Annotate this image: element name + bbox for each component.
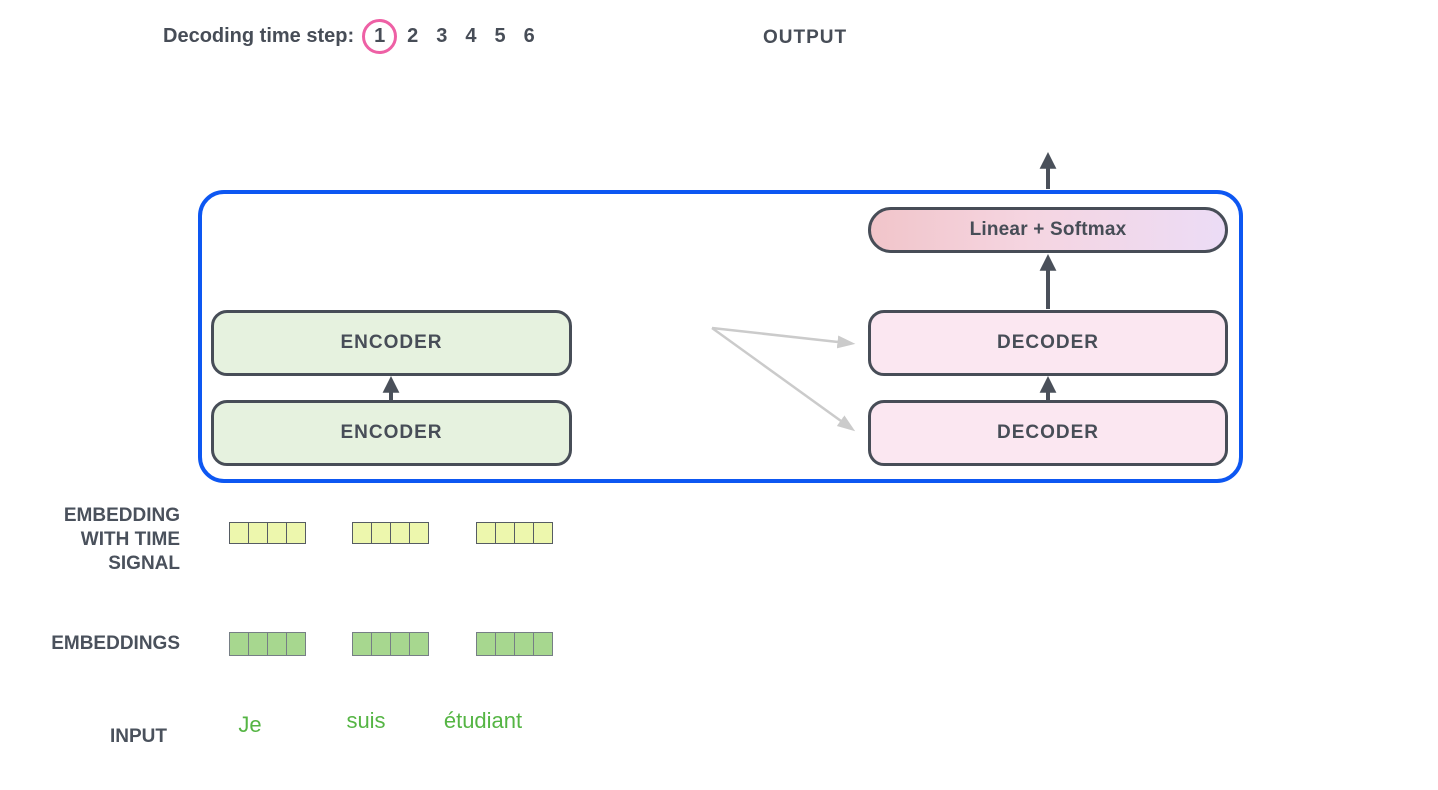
time-signal-vector bbox=[352, 522, 429, 544]
vector-cell bbox=[409, 523, 428, 543]
step-options: 2 3 4 5 6 bbox=[407, 25, 535, 48]
vector-cell bbox=[230, 523, 248, 543]
vector-cell bbox=[495, 523, 514, 543]
vector-cell bbox=[267, 523, 286, 543]
step-option-3[interactable]: 3 bbox=[436, 24, 448, 47]
vector-cell bbox=[248, 523, 267, 543]
vector-cell bbox=[409, 633, 428, 655]
vector-cell bbox=[390, 633, 409, 655]
model-container-box bbox=[198, 190, 1243, 483]
selected-step-number: 1 bbox=[374, 24, 386, 47]
vector-cell bbox=[371, 633, 390, 655]
vector-cell bbox=[533, 633, 552, 655]
output-label: OUTPUT bbox=[763, 27, 848, 48]
vector-cell bbox=[477, 633, 495, 655]
embedding-with-time-signal-label: EMBEDDING WITH TIME SIGNAL bbox=[63, 505, 180, 574]
vector-cell bbox=[371, 523, 390, 543]
time-signal-vector bbox=[476, 522, 553, 544]
embedding-vector bbox=[476, 632, 553, 656]
vector-cell bbox=[248, 633, 267, 655]
step-option-5[interactable]: 5 bbox=[494, 24, 506, 47]
vector-cell bbox=[533, 523, 552, 543]
vector-cell bbox=[514, 523, 533, 543]
time-signal-vector bbox=[229, 522, 306, 544]
vector-cell bbox=[286, 633, 305, 655]
vector-cell bbox=[353, 633, 371, 655]
decoder-block-top: DECODER bbox=[868, 310, 1228, 376]
input-word-2: suis bbox=[346, 708, 386, 733]
step-option-6[interactable]: 6 bbox=[523, 24, 535, 47]
vector-cell bbox=[353, 523, 371, 543]
decoding-step-header: Decoding time step: 1 2 3 4 5 6 bbox=[163, 18, 535, 54]
vector-cell bbox=[477, 523, 495, 543]
input-label: INPUT bbox=[110, 726, 167, 747]
vector-cell bbox=[495, 633, 514, 655]
decoder-block-bottom: DECODER bbox=[868, 400, 1228, 466]
selected-step-indicator[interactable]: 1 bbox=[362, 18, 398, 54]
embedding-vector bbox=[229, 632, 306, 656]
vector-cell bbox=[286, 523, 305, 543]
embedding-vector bbox=[352, 632, 429, 656]
vector-cell bbox=[514, 633, 533, 655]
vector-cell bbox=[230, 633, 248, 655]
encoder-block-bottom: ENCODER bbox=[211, 400, 572, 466]
input-word-1: Je bbox=[238, 712, 262, 737]
decoding-step-label: Decoding time step: bbox=[163, 24, 355, 47]
encoder-block-top: ENCODER bbox=[211, 310, 572, 376]
input-word-3: étudiant bbox=[443, 708, 523, 733]
embeddings-label: EMBEDDINGS bbox=[51, 633, 180, 654]
vector-cell bbox=[390, 523, 409, 543]
step-option-2[interactable]: 2 bbox=[407, 24, 419, 47]
step-option-4[interactable]: 4 bbox=[465, 24, 477, 47]
vector-cell bbox=[267, 633, 286, 655]
linear-softmax-block: Linear + Softmax bbox=[868, 207, 1228, 253]
